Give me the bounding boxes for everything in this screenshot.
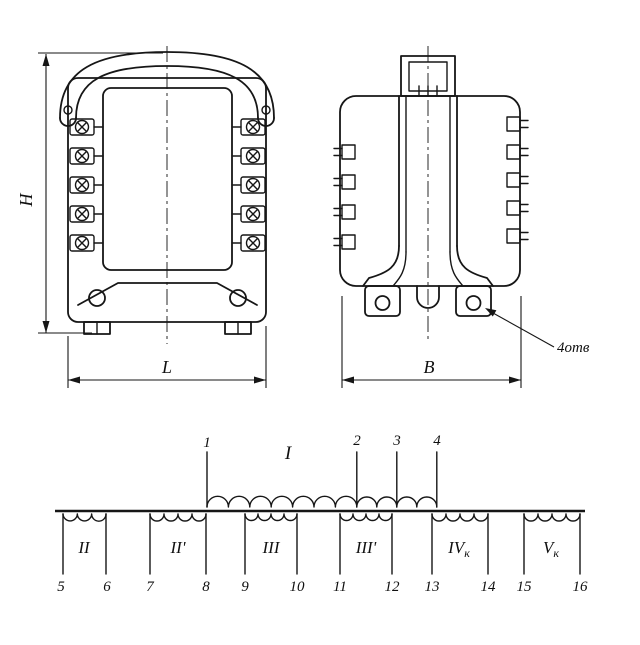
terminal-10-label: 10: [290, 579, 306, 595]
side-foot-left: [364, 285, 401, 317]
height-dim-label: H: [16, 193, 36, 208]
terminal-13-label: 13: [425, 579, 440, 595]
terminal-lug: [69, 205, 104, 223]
primary-winding-label: I: [284, 443, 293, 464]
leader-arrowhead: [485, 308, 497, 317]
side-lug: [333, 204, 356, 220]
secondary-winding-2: II 5 6: [57, 513, 111, 595]
terminal-8-label: 8: [202, 579, 210, 595]
winding-label: III': [355, 538, 377, 557]
core-body-outline: [67, 77, 267, 323]
clamp-bracket: [77, 282, 258, 306]
holes-count-label: 4отв: [557, 340, 590, 356]
side-lug: [506, 200, 529, 216]
primary-winding: 1 2 3 4 I: [203, 433, 441, 508]
terminal-6-label: 6: [103, 579, 111, 595]
holes-callout: 4отв: [485, 308, 590, 356]
arrowhead-left: [342, 376, 354, 384]
terminal-15-label: 15: [517, 579, 533, 595]
strap-inner: [75, 65, 259, 119]
side-foot-hole-left: [374, 295, 391, 311]
secondary-winding-3p: III' 11 12: [333, 513, 401, 595]
terminal-lug: [231, 205, 266, 223]
coil-arcs: [339, 513, 393, 522]
side-lug: [506, 144, 529, 160]
side-lug: [506, 228, 529, 244]
winding-label: IVк: [447, 538, 470, 560]
coil-flare-inner-left: [392, 251, 407, 287]
terminal-lug: [231, 234, 266, 252]
terminal-4-label: 4: [433, 433, 441, 449]
side-lugs-right: [506, 116, 529, 244]
coil-flare-left: [362, 245, 400, 287]
winding-label: II': [170, 538, 186, 557]
secondary-winding-3: III 9 10: [241, 513, 306, 595]
coil-arcs: [62, 513, 107, 522]
front-view: [59, 46, 275, 344]
coil-flare-right: [456, 245, 494, 287]
arrowhead-left: [68, 376, 80, 384]
terminal-7-label: 7: [146, 579, 155, 595]
winding-schematic: 1 2 3 4 I II 5 6 II' 7 8 III 9: [55, 433, 588, 595]
leader-line: [492, 312, 555, 348]
terminal-9-label: 9: [241, 579, 249, 595]
terminal-3-label: 3: [392, 433, 401, 449]
terminal-lugs-right: [231, 118, 266, 252]
mounting-hole-right: [229, 289, 247, 307]
dimension-width-side: B: [341, 296, 522, 388]
coil-window-outline: [102, 87, 233, 271]
dimension-width-front: L: [67, 326, 267, 388]
terminal-1-label: 1: [203, 435, 211, 451]
winding-label: Vк: [543, 538, 559, 560]
side-foot-right: [455, 285, 492, 317]
arrowhead-down: [42, 321, 50, 333]
terminal-12-label: 12: [385, 579, 401, 595]
terminal-lug: [231, 147, 266, 165]
terminal-16-label: 16: [573, 579, 589, 595]
side-lug: [506, 172, 529, 188]
side-foot-hole-right: [465, 295, 482, 311]
arrowhead-right: [254, 376, 266, 384]
terminal-lug: [69, 147, 104, 165]
secondary-winding-4k: IVк 13 14: [425, 513, 497, 595]
side-view: [333, 46, 529, 340]
mounting-hole-left: [88, 289, 106, 307]
arrowhead-up: [42, 54, 50, 66]
secondary-winding-2p: II' 7 8: [146, 513, 210, 595]
terminal-2-label: 2: [353, 433, 361, 449]
side-lugs-left: [333, 144, 356, 250]
coil-arcs: [431, 513, 489, 522]
primary-coil-arcs: [206, 495, 438, 508]
side-lug: [333, 234, 356, 250]
terminal-11-label: 11: [333, 579, 347, 595]
coil-flare-inner-right: [449, 251, 464, 287]
coil-arcs: [523, 513, 581, 522]
dimension-height: H: [16, 52, 163, 334]
winding-label: III: [262, 538, 281, 557]
side-lug: [333, 144, 356, 160]
coil-arcs: [244, 513, 298, 522]
side-lug: [333, 174, 356, 190]
winding-label: II: [77, 538, 91, 557]
width-dim-label-side: B: [424, 357, 435, 377]
terminal-lug: [231, 118, 266, 136]
secondary-winding-5k: Vк 15 16: [517, 513, 589, 595]
terminal-lug: [231, 176, 266, 194]
coil-arcs: [149, 513, 207, 522]
side-body-outline: [339, 95, 521, 287]
terminal-lugs-left: [69, 118, 104, 252]
arrowhead-right: [509, 376, 521, 384]
terminal-lug: [69, 176, 104, 194]
terminal-14-label: 14: [481, 579, 497, 595]
terminal-5-label: 5: [57, 579, 65, 595]
side-lug: [506, 116, 529, 132]
width-dim-label-front: L: [161, 357, 172, 377]
terminal-lug: [69, 234, 104, 252]
foot-center-arch: [416, 285, 440, 309]
